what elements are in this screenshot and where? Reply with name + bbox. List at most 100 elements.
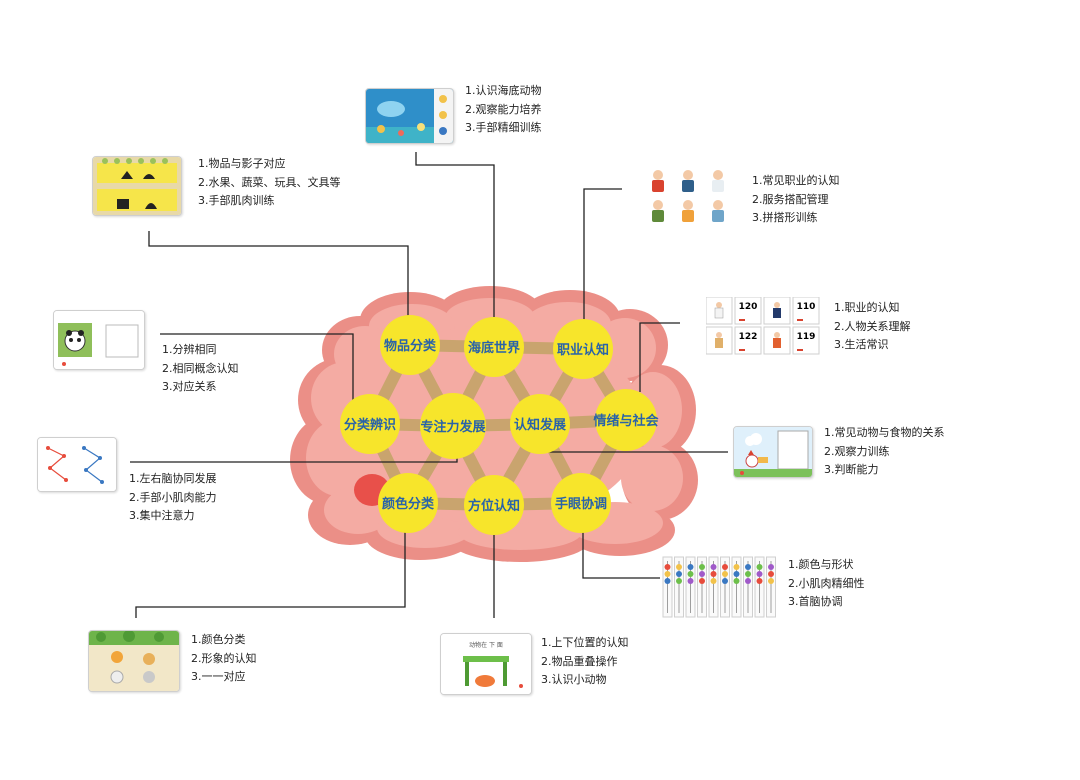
bead <box>768 578 774 584</box>
figure-row-1 <box>652 170 724 192</box>
desc-line: 1.左右脑协同发展 <box>129 472 217 485</box>
desc-line: 2.手部小肌肉能力 <box>129 490 217 504</box>
position-card[interactable]: 动物在 下 面 <box>440 633 532 695</box>
bead <box>676 578 682 584</box>
desc-line: 1.颜色分类 <box>191 633 246 646</box>
bead <box>733 564 740 570</box>
bead <box>722 578 728 584</box>
bead <box>687 578 694 584</box>
renzhi-description: 1.常见动物与食物的关系 2.观察力训练 3.判断能力 <box>824 424 945 480</box>
desc-line: 2.小肌肉精细性 <box>788 576 865 590</box>
yanse-description: 1.颜色分类 2.形象的认知 3.一一对应 <box>191 631 257 687</box>
bead <box>664 564 671 570</box>
zhuyi-description: 1.左右脑协同发展 2.手部小肌肉能力 3.集中注意力 <box>129 470 217 526</box>
node-circle-zhuyi[interactable] <box>420 393 486 459</box>
bead <box>733 571 740 577</box>
color-classification-card[interactable] <box>88 630 180 692</box>
bead <box>745 571 751 577</box>
desc-line: 3.集中注意力 <box>129 509 195 522</box>
node-label-haidi: 海底世界 <box>468 340 520 356</box>
node-circle-fenlei[interactable] <box>340 394 400 454</box>
node-label-wupin: 物品分类 <box>384 338 437 354</box>
node-label-qingxu: 情绪与社会 <box>593 413 659 429</box>
node-circle-yanse[interactable] <box>378 473 438 533</box>
desc-line: 1.上下位置的认知 <box>541 636 629 649</box>
desc-line: 3.手部精细训练 <box>465 121 542 134</box>
desc-line: 3.手部肌肉训练 <box>198 194 275 207</box>
line-tracing-card[interactable] <box>37 437 117 492</box>
desc-line: 3.判断能力 <box>824 463 879 476</box>
bead <box>699 564 705 570</box>
node-label-shouyan: 手眼协调 <box>555 496 607 512</box>
node-group: 物品分类 海底世界 职业认知 分类辨识 专注力发展 认知发展 情绪与社会 颜色分… <box>340 315 659 535</box>
bead <box>745 564 751 570</box>
emergency-number-grid[interactable]: 120 110 122 119 <box>706 297 820 355</box>
occupation-figures[interactable] <box>640 167 732 227</box>
desc-line: 2.形象的认知 <box>191 651 257 665</box>
bead <box>768 571 774 577</box>
node-circle-wupin[interactable] <box>380 315 440 375</box>
desc-line: 3.首脑协调 <box>788 595 843 608</box>
wupin-description: 1.物品与影子对应 2.水果、蔬菜、玩具、文具等 3.手部肌肉训练 <box>198 155 341 211</box>
bead <box>687 564 694 570</box>
bead <box>664 578 671 584</box>
desc-line: 2.水果、蔬菜、玩具、文具等 <box>198 175 341 189</box>
bead <box>699 571 705 577</box>
bead <box>768 564 774 570</box>
bead <box>756 571 763 577</box>
desc-line: 1.物品与影子对应 <box>198 157 286 170</box>
desc-line: 3.生活常识 <box>834 338 889 351</box>
node-circle-shouyan[interactable] <box>551 473 611 533</box>
panda-matching-card[interactable] <box>53 310 145 370</box>
desc-line: 2.观察力训练 <box>824 444 890 458</box>
bead <box>710 578 717 584</box>
desc-line: 1.颜色与形状 <box>788 558 854 571</box>
desc-line: 2.观察能力培养 <box>465 102 542 116</box>
node-circle-fangwei[interactable] <box>464 475 524 535</box>
node-label-renzhi: 认知发展 <box>514 417 567 433</box>
bead <box>756 578 763 584</box>
figure-row-2 <box>652 200 724 222</box>
bead <box>676 564 682 570</box>
desc-line: 2.人物关系理解 <box>834 319 911 333</box>
bead <box>722 564 728 570</box>
bead <box>664 571 671 577</box>
shouyan-description: 1.颜色与形状 2.小肌肉精细性 3.首脑协调 <box>788 556 865 612</box>
fangwei-description: 1.上下位置的认知 2.物品重叠操作 3.认识小动物 <box>541 634 629 690</box>
node-label-yanse: 颜色分类 <box>382 496 435 512</box>
ocean-world-card[interactable] <box>365 88 454 144</box>
node-label-zhiye: 职业认知 <box>557 342 609 358</box>
node-circle-renzhi[interactable] <box>510 394 570 454</box>
bead <box>676 571 682 577</box>
desc-line: 2.服务搭配管理 <box>752 192 829 206</box>
haidi-description: 1.认识海底动物 2.观察能力培养 3.手部精细训练 <box>465 82 542 138</box>
desc-line: 1.常见动物与食物的关系 <box>824 426 945 439</box>
desc-line: 1.分辨相同 <box>162 343 217 356</box>
node-label-zhuyi: 专注力发展 <box>420 419 486 435</box>
bead <box>699 578 705 584</box>
desc-line: 2.物品重叠操作 <box>541 654 618 668</box>
object-shadow-card[interactable] <box>92 156 182 216</box>
desc-line: 3.拼搭形训练 <box>752 211 818 224</box>
bead <box>687 571 694 577</box>
bead <box>710 564 717 570</box>
desc-line: 3.一一对应 <box>191 670 246 683</box>
bead <box>710 571 717 577</box>
bead-strip-card[interactable] <box>659 555 779 619</box>
desc-line: 1.常见职业的认知 <box>752 174 840 187</box>
desc-line: 3.认识小动物 <box>541 673 607 686</box>
node-label-fangwei: 方位认知 <box>468 498 520 514</box>
desc-line: 2.相同概念认知 <box>162 361 239 375</box>
phone-number: 122 <box>738 332 758 342</box>
desc-line: 3.对应关系 <box>162 380 217 393</box>
fenlei-description: 1.分辨相同 2.相同概念认知 3.对应关系 <box>162 341 239 397</box>
bead <box>733 578 740 584</box>
node-circle-haidi[interactable] <box>464 317 524 377</box>
qingxu-description: 1.职业的认知 2.人物关系理解 3.生活常识 <box>834 299 911 355</box>
bead <box>745 578 751 584</box>
node-circle-zhiye[interactable] <box>553 319 613 379</box>
animal-food-card[interactable] <box>733 426 813 478</box>
node-circle-qingxu[interactable] <box>595 389 657 451</box>
